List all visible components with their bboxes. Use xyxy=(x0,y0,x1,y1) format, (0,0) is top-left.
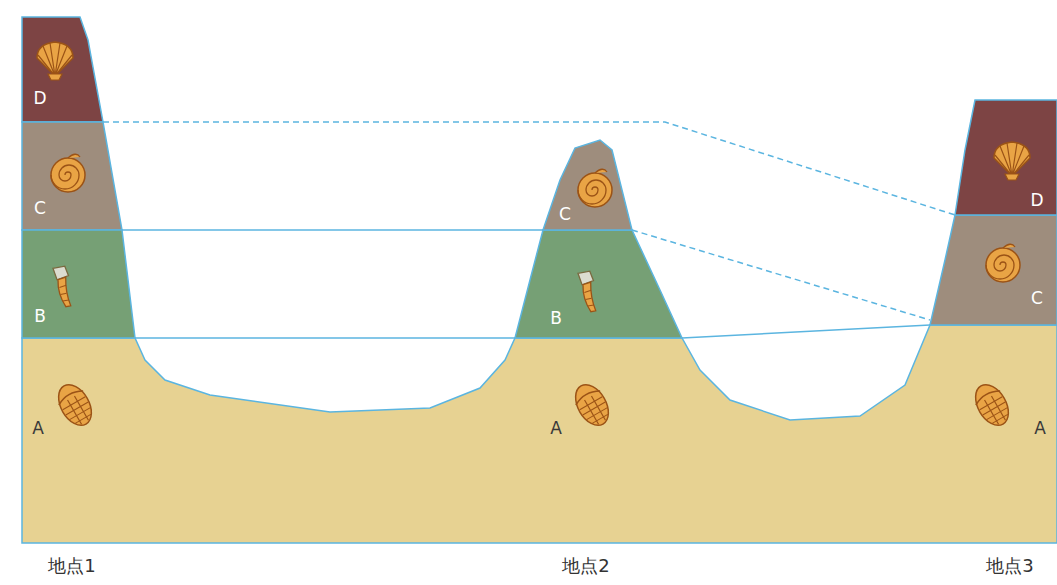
site-label: 地点2 xyxy=(562,557,609,575)
layer-letter: A xyxy=(550,420,562,437)
layer-c: C xyxy=(543,140,632,230)
layer-letter: A xyxy=(32,420,44,437)
layer-letter: C xyxy=(559,206,571,223)
layer-b: B xyxy=(22,230,135,338)
layer-b: B xyxy=(515,230,682,338)
site-label: 地点1 xyxy=(48,557,95,575)
layer-letter: B xyxy=(34,308,46,325)
layer-letter: A xyxy=(1034,420,1046,437)
layer-letter: D xyxy=(1030,192,1043,209)
layer-letter: D xyxy=(33,90,46,107)
layer-letter: B xyxy=(550,310,562,327)
layer-letter: C xyxy=(34,200,46,217)
site-label: 地点3 xyxy=(986,557,1033,575)
layer-c: C xyxy=(930,215,1057,325)
layer-d: D xyxy=(955,100,1057,215)
layer-c: C xyxy=(22,122,122,230)
layer-letter: C xyxy=(1031,290,1043,307)
layer-d: D xyxy=(22,17,103,122)
layer-a: AAA xyxy=(22,325,1057,543)
